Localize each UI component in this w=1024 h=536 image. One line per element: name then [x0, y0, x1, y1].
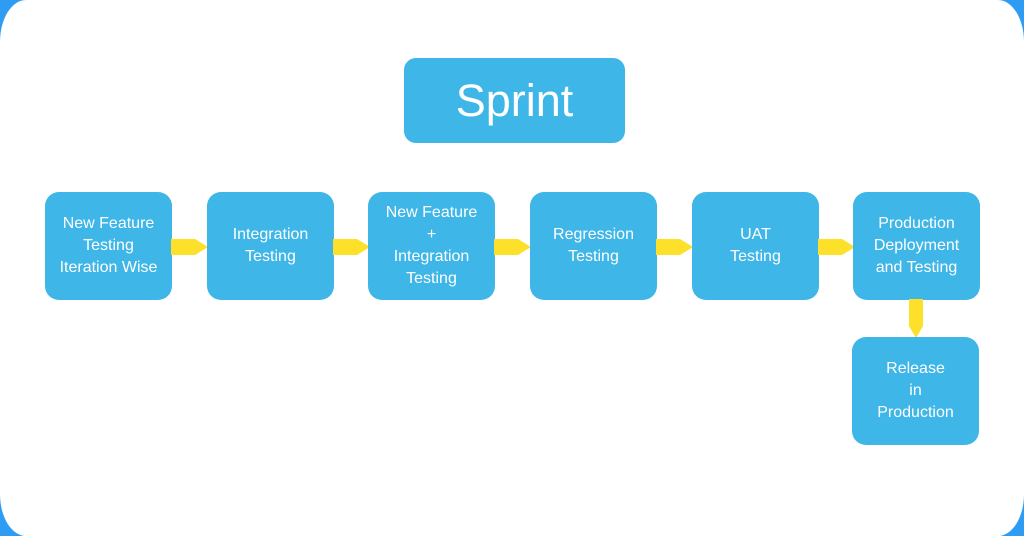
- flow-node-label: Integration Testing: [232, 226, 309, 265]
- flow-node-regression-testing: Regression Testing: [530, 192, 657, 300]
- flow-node-new-feature-testing: New Feature Testing Iteration Wise: [45, 192, 172, 300]
- flow-node-uat-testing: UAT Testing: [692, 192, 819, 300]
- flow-node-release-in-production: Release in Production: [852, 337, 979, 445]
- flow-arrow-right-icon: [333, 239, 370, 255]
- flow-node-new-feature-plus-integration: New Feature + Integration Testing: [368, 192, 495, 300]
- flow-node-label: Release in Production: [877, 360, 954, 421]
- flow-arrow-right-icon: [171, 239, 208, 255]
- flow-arrow-right-icon: [494, 239, 531, 255]
- flow-arrow-right-icon: [656, 239, 693, 255]
- sprint-title-label: Sprint: [455, 74, 574, 126]
- sprint-title-box: Sprint: [404, 58, 625, 143]
- flow-node-label: New Feature + Integration Testing: [385, 204, 478, 287]
- flow-node-label: New Feature Testing Iteration Wise: [59, 215, 158, 276]
- flow-node-label: UAT Testing: [730, 226, 781, 265]
- flow-arrow-right-icon: [818, 239, 855, 255]
- flow-arrow-down-icon: [909, 299, 923, 338]
- flow-node-label: Production Deployment and Testing: [873, 215, 960, 276]
- flow-node-integration-testing: Integration Testing: [207, 192, 334, 300]
- flow-node-label: Regression Testing: [553, 226, 634, 265]
- flow-node-production-deployment: Production Deployment and Testing: [853, 192, 980, 300]
